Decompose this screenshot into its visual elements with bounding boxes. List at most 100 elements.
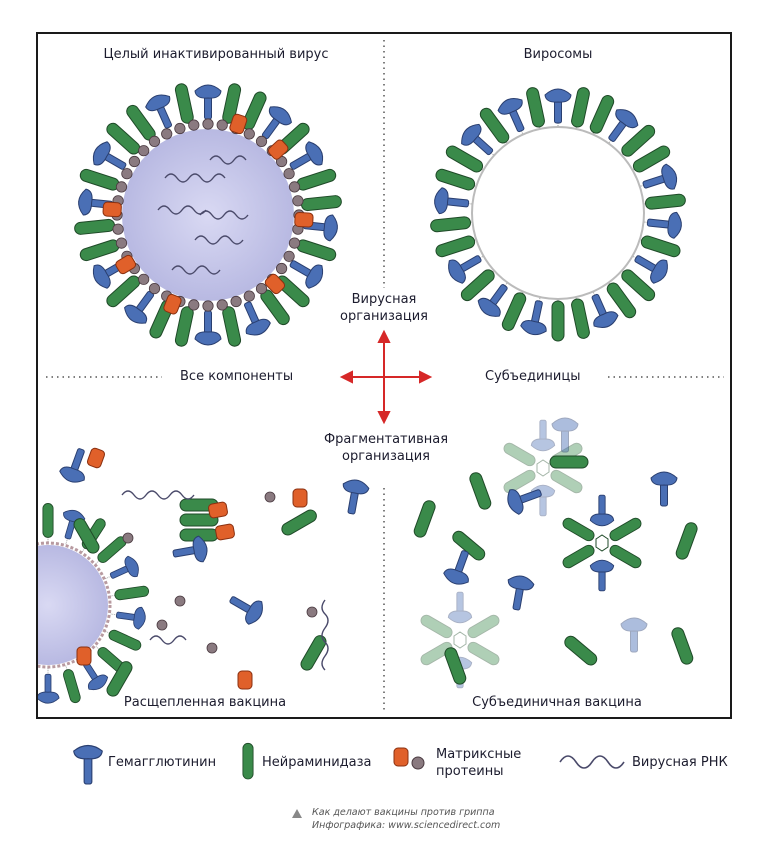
caption-triangle-icon [292, 809, 302, 818]
membrane-bead-icon [188, 119, 200, 131]
membrane-bead-icon [255, 135, 268, 147]
neuraminidase-icon [635, 235, 681, 258]
hemagglutinin-icon [104, 555, 139, 580]
membrane-bead-icon [264, 491, 276, 503]
membrane-bead-icon [121, 168, 133, 180]
hemagglutinin-icon [92, 141, 133, 172]
membrane-bead-icon [115, 181, 128, 193]
neuraminidase-icon [549, 455, 589, 469]
split-vaccine-fragments [0, 447, 370, 704]
hemagglutinin-icon [81, 657, 109, 691]
hemagglutinin-icon [443, 550, 469, 585]
neuraminidase-icon [242, 742, 254, 780]
axis-viral-organization: Вирусная организация [340, 292, 428, 324]
hemagglutinin-icon [620, 617, 648, 653]
membrane-bead-icon [188, 299, 200, 311]
membrane-bead-icon [411, 756, 425, 770]
neuraminidase-icon [562, 544, 595, 569]
rna-strand-icon [121, 490, 329, 671]
membrane-bead-icon [206, 642, 218, 654]
neuraminidase-icon [571, 87, 590, 133]
membrane-bead-icon [122, 532, 134, 544]
neuraminidase-icon [571, 293, 590, 339]
neuraminidase-icon [609, 544, 642, 569]
matrix-protein-icon [102, 201, 122, 218]
legend-viral-rna: Вирусная РНК [632, 755, 728, 770]
arrow-cross-icon [339, 329, 433, 425]
neuraminidase-icon [62, 664, 81, 704]
caption-source: Инфографика: www.sciencedirect.com [312, 820, 501, 831]
whole-virus-particle [74, 83, 342, 347]
neuraminidase-icon [550, 469, 583, 494]
membrane-bead-icon [216, 119, 228, 131]
membrane-bead-icon [243, 290, 255, 302]
caption-title: Как делают вакцины против гриппа [312, 807, 495, 818]
legend-hemagglutinin: Гемагглютинин [108, 755, 217, 770]
neuraminidase-icon [420, 641, 453, 666]
membrane-bead-icon [156, 619, 168, 631]
hemagglutinin-icon [283, 258, 324, 289]
hemagglutinin-icon [59, 448, 85, 483]
neuraminidase-icon [639, 193, 686, 210]
membrane-bead-icon [138, 273, 150, 285]
membrane-bead-icon [202, 300, 214, 312]
hemagglutinin-icon [0, 638, 8, 678]
neuraminidase-icon [452, 530, 486, 561]
neuraminidase-icon [42, 502, 54, 543]
matrix-protein-icon [115, 254, 137, 275]
legend-neuraminidase: Нейраминидаза [262, 755, 372, 770]
membrane-bead-icon [292, 195, 304, 207]
matrix-protein-icon [86, 447, 106, 469]
hemagglutinin-icon [194, 84, 222, 127]
neuraminidase-icon [430, 216, 477, 233]
matrix-protein-icon [267, 139, 289, 160]
axis-subunits: Субъединицы [485, 369, 581, 384]
neuraminidase-icon [413, 500, 436, 538]
membrane-bead-icon [138, 145, 150, 157]
membrane-bead-icon [283, 250, 295, 262]
neuraminidase-icon [222, 300, 242, 347]
neuraminidase-icon [618, 267, 656, 302]
neuraminidase-icon [503, 442, 536, 467]
hemagglutinin-icon [551, 417, 579, 453]
neuraminidase-icon [242, 91, 267, 135]
hemagglutinin-icon [243, 295, 271, 336]
neuraminidase-icon [179, 513, 219, 527]
hemagglutinin-icon [628, 253, 668, 284]
hemagglutinin-icon [520, 293, 547, 336]
frame [36, 32, 732, 719]
hemagglutinin-icon [73, 744, 103, 785]
neuraminidase-icon [564, 635, 598, 666]
matrix-protein-icon [294, 212, 314, 228]
hemagglutinin-icon [544, 88, 572, 131]
hemagglutinin-icon [507, 575, 535, 611]
neuraminidase-icon [420, 614, 453, 639]
hemagglutinin-icon [229, 596, 263, 625]
membrane-bead-icon [112, 223, 124, 235]
title-virosomes: Виросомы [523, 47, 593, 62]
hemagglutinin-icon [650, 471, 678, 507]
neuraminidase-icon [435, 168, 481, 191]
hemagglutinin-icon [635, 163, 678, 190]
neuraminidase-icon [460, 267, 498, 302]
membrane-bead-icon [288, 237, 301, 249]
membrane-bead-icon [288, 181, 301, 193]
title-whole-virus: Целый инактивированный вирус [103, 47, 329, 62]
hemagglutinin-icon [497, 97, 526, 139]
neuraminidase-icon [551, 295, 565, 342]
membrane-bead-icon [243, 128, 255, 140]
legend-matrix-proteins: Матриксные протеины [436, 747, 522, 779]
membrane-bead-icon [230, 295, 242, 308]
membrane-bead-icon [275, 262, 288, 275]
neuraminidase-icon [109, 585, 150, 601]
neuraminidase-icon [444, 647, 467, 685]
neuraminidase-icon [562, 517, 595, 542]
neuraminidase-icon [0, 517, 18, 555]
neuraminidase-icon [104, 629, 142, 651]
neuraminidase-icon [675, 522, 698, 560]
membrane-bead-icon [216, 299, 228, 311]
matrix-protein-icon [76, 646, 92, 666]
rna-strand-icon [559, 755, 625, 769]
neuraminidase-icon [671, 627, 694, 665]
protein-rosette [503, 419, 583, 517]
